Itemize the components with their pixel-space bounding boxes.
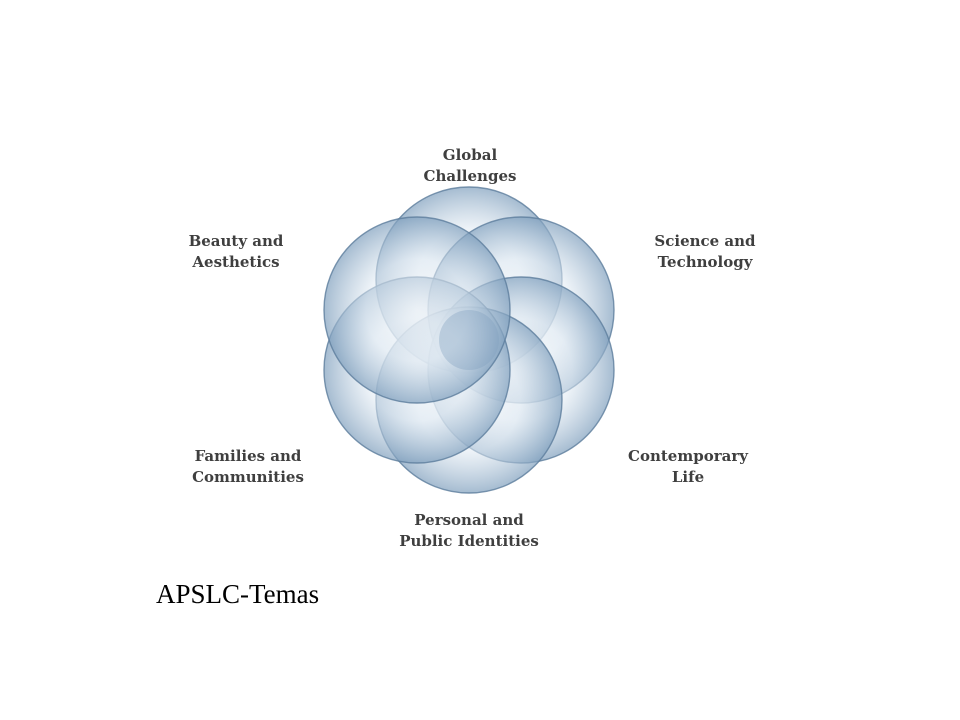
theme-label-line: Challenges	[423, 167, 517, 185]
theme-label-line: Aesthetics	[192, 253, 280, 271]
theme-label-line: Global	[442, 146, 498, 164]
theme-label-line: Life	[671, 468, 705, 486]
theme-label-line: Beauty and	[188, 232, 284, 250]
circle-beauty-and-aesthetics	[323, 216, 511, 404]
theme-label-line: Public Identities	[399, 532, 539, 550]
center-overlap	[439, 310, 499, 370]
theme-label-families-and-communities: Families and Communities	[176, 446, 320, 488]
theme-label-line: Technology	[657, 253, 753, 271]
theme-label-personal-and-public-identities: Personal and Public Identities	[386, 510, 552, 552]
theme-label-line: Families and	[194, 447, 302, 465]
theme-label-science-and-technology: Science and Technology	[635, 231, 775, 273]
theme-label-line: Contemporary	[628, 447, 748, 465]
theme-label-global-challenges: Global Challenges	[398, 145, 542, 187]
theme-label-line: Personal and	[414, 511, 524, 529]
theme-label-line: Communities	[192, 468, 304, 486]
theme-label-beauty-and-aesthetics: Beauty and Aesthetics	[166, 231, 306, 273]
theme-label-contemporary-life: Contemporary Life	[612, 446, 764, 488]
theme-label-line: Science and	[654, 232, 756, 250]
slide-caption: APSLC-Temas	[156, 579, 320, 609]
